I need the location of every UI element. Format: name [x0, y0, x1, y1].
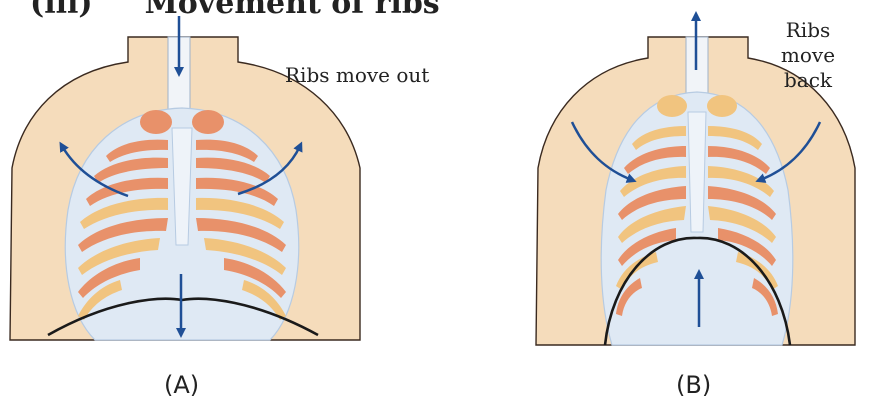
sternum-a — [172, 128, 192, 245]
sternum-b — [688, 112, 706, 232]
label-ribs-move-back-line2: back — [756, 68, 860, 93]
caption-a: (A) — [164, 371, 199, 399]
clavicle-right-b — [707, 95, 737, 117]
label-ribs-move-out: Ribs move out — [285, 63, 429, 88]
label-ribs-move-back-line1: Ribs move — [756, 18, 860, 68]
clavicle-left-b — [657, 95, 687, 117]
label-ribs-move-back: Ribs move back — [756, 18, 860, 93]
clavicle-right-a — [192, 110, 224, 134]
caption-b: (B) — [676, 371, 711, 399]
clavicle-left-a — [140, 110, 172, 134]
